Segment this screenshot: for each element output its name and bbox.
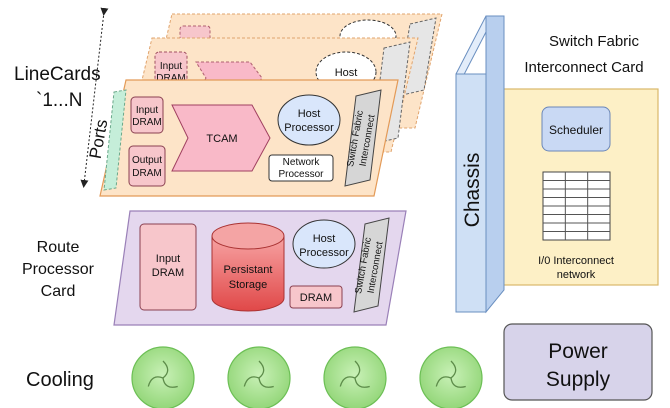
route-processor-title-2: Processor [22,261,95,278]
cooling-label: Cooling [26,369,94,391]
front-output-dram [128,145,166,187]
front-output-dram-label-2: DRAM [132,168,161,179]
chassis [455,15,505,314]
front-output-dram-label-1: Output [132,155,162,166]
fan-icon [419,346,483,408]
front-switch-fabric-interconnect [344,89,382,187]
rp-storage-label-2: Storage [229,279,268,291]
rp-input-dram [139,223,197,311]
power-supply-label-1: Power [548,340,608,363]
front-host-processor-label-2: Processor [284,122,334,134]
switch-fabric-card-title-1: Switch Fabric [549,33,640,50]
switch-fabric-card-title-2: Interconnect Card [524,59,643,76]
cooling-fans [131,346,483,408]
front-host-processor [277,94,341,146]
middle-input-dram-label-2: DRAM [156,73,185,84]
ports-range-arrow [80,7,109,188]
front-network-processor-label-2: Processor [278,169,324,180]
front-network-processor [268,154,334,182]
linecards-title-2: `1...N [36,90,82,111]
rp-host-processor-label-2: Processor [299,247,349,259]
rp-dram [289,285,343,309]
persistant-storage-cylinder [211,222,285,312]
middle-input-dram-label-1: Input [160,61,182,72]
front-host-processor-label-1: Host [298,108,321,120]
front-input-dram-label-1: Input [136,105,158,116]
linecards-title-1: LineCards [14,64,101,85]
front-tcam [171,104,271,172]
rp-switch-fabric-interconnect [353,217,390,313]
rp-dram-label: DRAM [300,292,332,304]
fan-icon [227,346,291,408]
front-tcam-label: TCAM [206,133,237,145]
fan-icon [323,346,387,408]
front-network-processor-label-1: Network [283,157,321,168]
power-supply-box [503,323,653,401]
route-processor-card: Input DRAM Persistant Storage Host Proce… [113,210,407,326]
io-interconnect-grid [542,171,611,241]
ports-label: Ports [86,118,112,160]
middle-host-label: Host [335,67,358,79]
fan-icon [131,346,195,408]
rp-input-dram-label-1: Input [156,253,180,265]
power-supply-label-2: Supply [546,368,611,391]
io-network-label-2: network [557,269,596,281]
rp-input-dram-label-2: DRAM [152,267,184,279]
scheduler-label: Scheduler [549,123,603,137]
front-input-dram [130,96,164,134]
rp-storage-label-1: Persistant [224,264,273,276]
route-processor-title-1: Route [37,239,80,256]
scheduler-box [541,106,611,152]
rp-host-processor [292,219,356,269]
front-input-dram-label-2: DRAM [132,117,161,128]
route-processor-title-3: Card [41,283,76,300]
linecard-front: Input DRAM Output DRAM TCAM Host Process… [99,79,399,197]
chassis-label: Chassis [461,153,484,228]
io-network-label-1: I/0 Interconnect [538,255,614,267]
rp-host-processor-label-1: Host [313,233,336,245]
